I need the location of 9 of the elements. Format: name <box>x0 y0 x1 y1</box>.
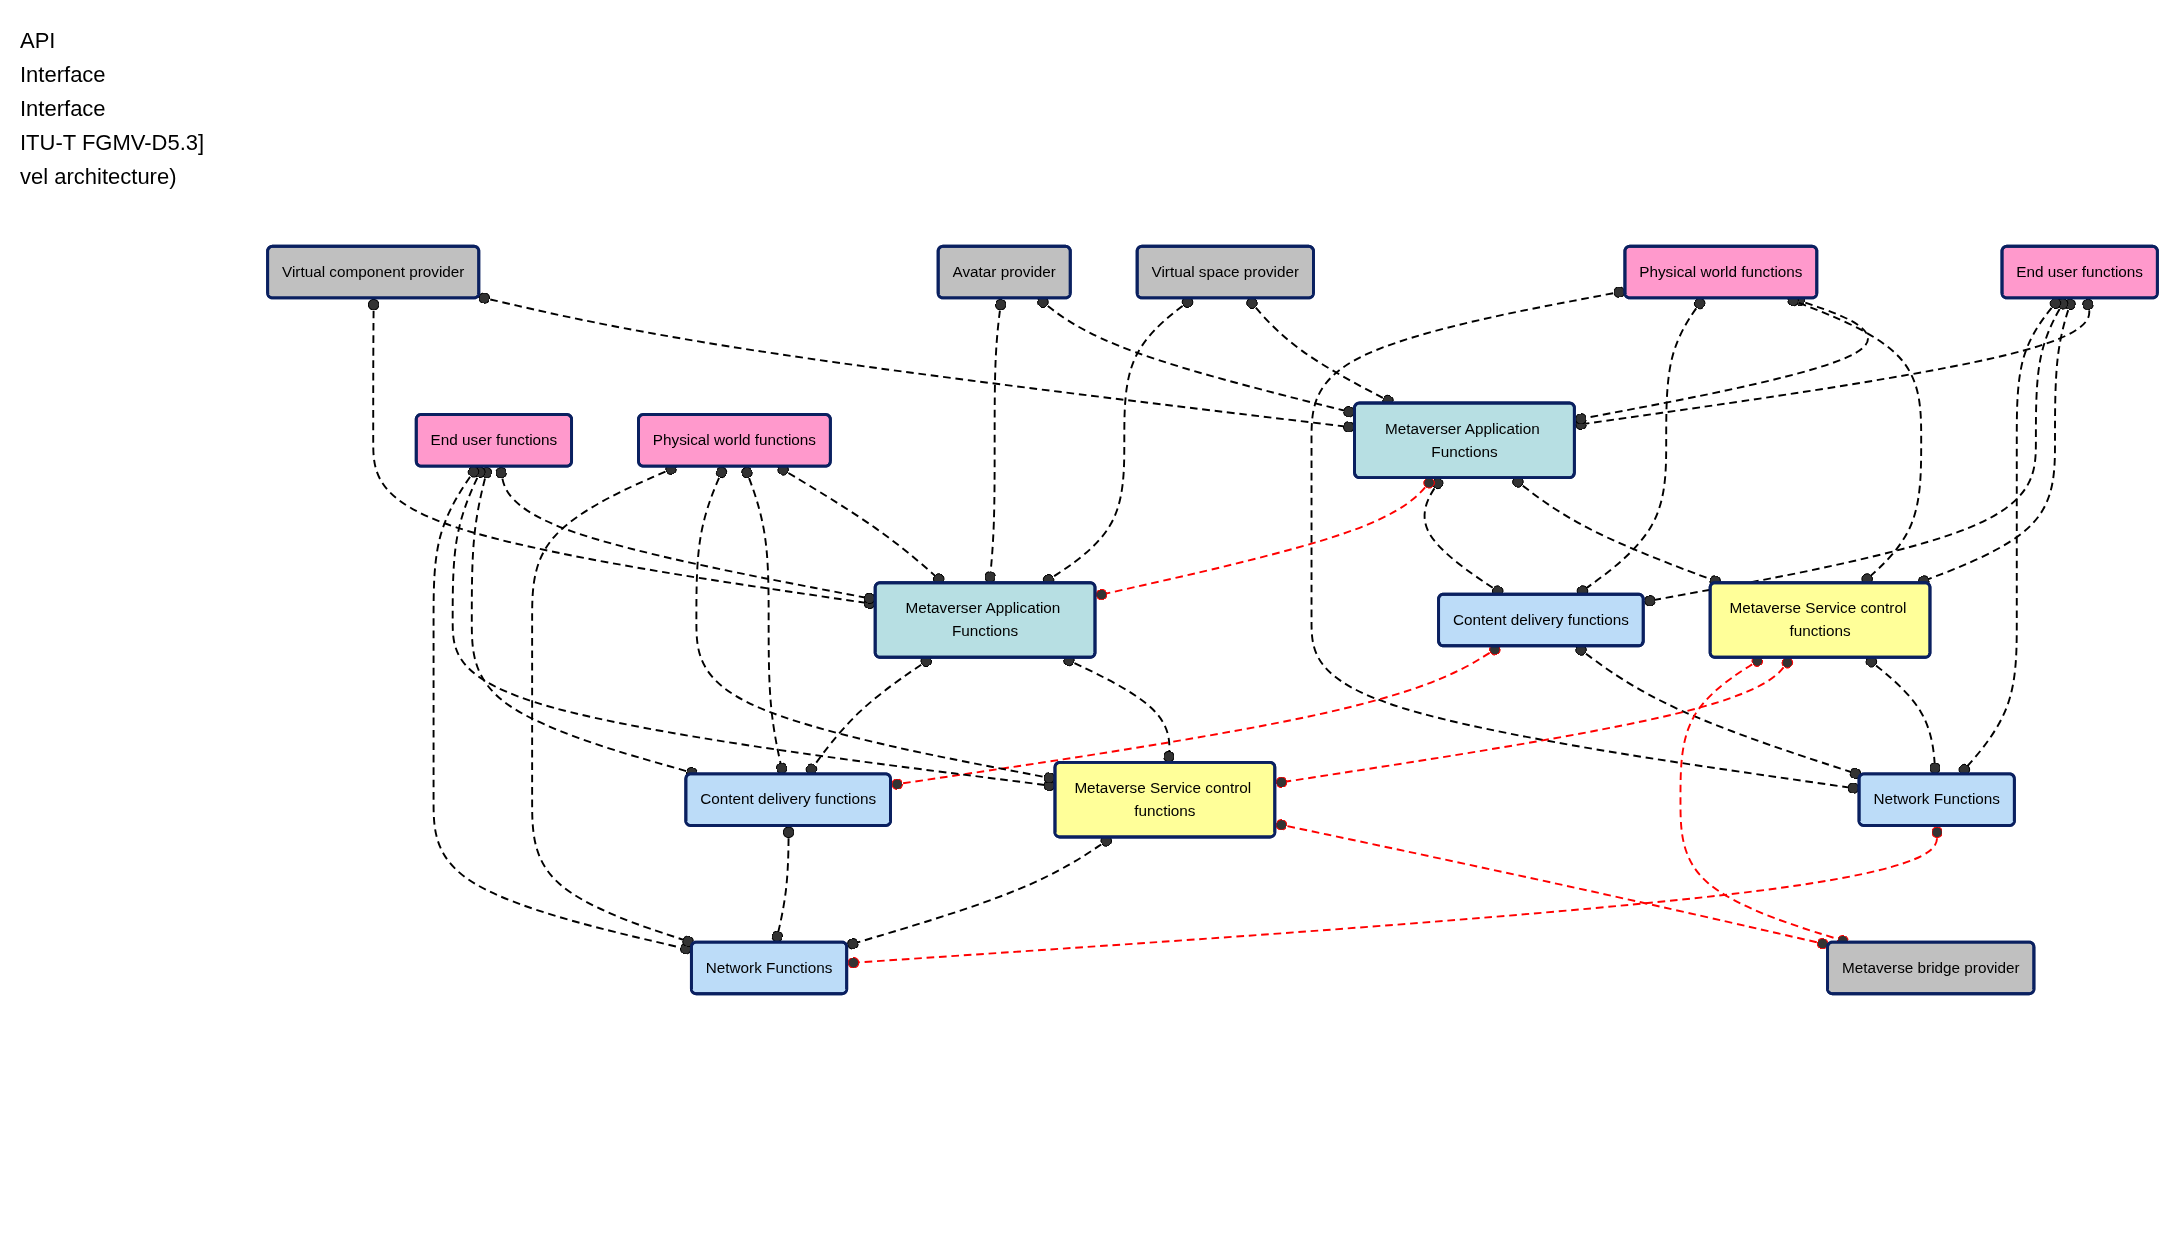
connector <box>1274 819 1830 950</box>
label-text: Interface <box>20 96 107 122</box>
connector <box>846 825 1943 969</box>
label-text: ITU-T FGMV-D5.3] <box>20 130 206 156</box>
label-text: vel architecture) <box>20 164 178 190</box>
connector <box>1310 286 1861 794</box>
label-text: API <box>20 28 57 54</box>
label-text: Interface <box>20 62 107 88</box>
connector <box>1642 297 2069 607</box>
